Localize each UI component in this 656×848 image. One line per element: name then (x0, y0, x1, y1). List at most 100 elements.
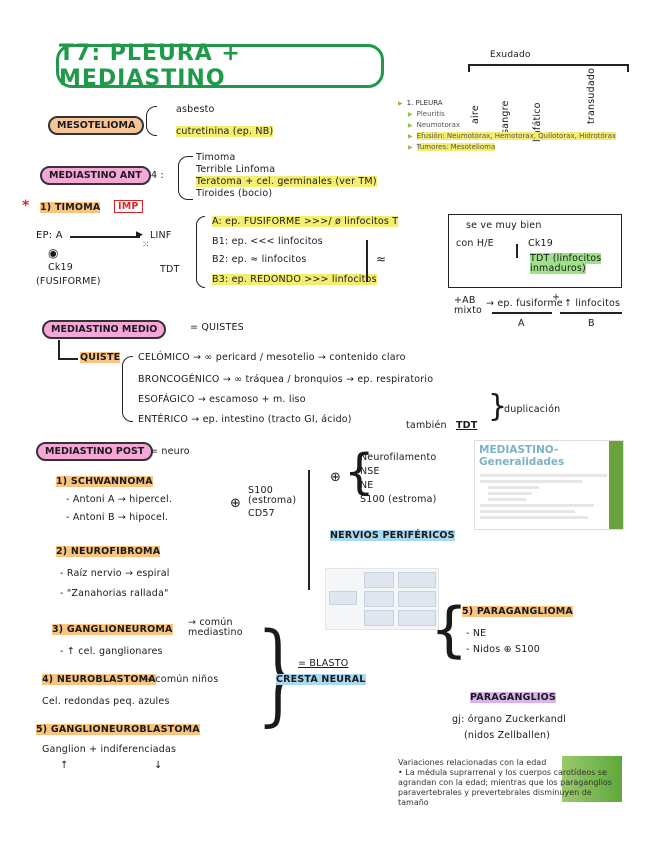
brace-icon: } (488, 389, 508, 424)
timoma-type: B2: ep. ≈ linfocitos (212, 254, 307, 265)
ganglioneuroma-heading: 3) GANGLIONEUROMA (52, 624, 173, 635)
neuroblastoma-note: → común niños (144, 674, 219, 685)
exudado-bracket-right (627, 64, 629, 72)
paraganglioma-ne: - NE (466, 628, 487, 639)
neurofibroma-heading: 2) NEUROFIBROMA (56, 546, 161, 557)
exudado-bracket (468, 64, 628, 66)
plus-circle-icon: ⊕ (230, 496, 241, 511)
timoma-tdt: TDT (160, 264, 180, 275)
ab-mixto-bracket-a (492, 312, 552, 314)
plus-circle-icon: ⊕ (330, 470, 341, 485)
timoma-types-brace (196, 216, 205, 288)
ab-mixto-plus: + (552, 292, 561, 303)
page-title: T7: PLEURA + MEDIASTINO (56, 41, 384, 91)
post-connector (308, 470, 310, 590)
schwannoma-s100: S100 (estroma) (248, 485, 297, 506)
arrow-down-icon: ↓ (154, 760, 163, 771)
mediastino-post-eq: = neuro (150, 446, 190, 457)
mediastino-ant-item: Tiroides (bocio) (196, 188, 273, 199)
ganglioneuroma-note: → común mediastino (188, 617, 243, 638)
brace-icon: { (430, 595, 469, 665)
blasto-label: = BLASTO (298, 658, 349, 669)
neuroblastoma-cel: Cel. redondas peq. azules (42, 696, 170, 707)
pleura-slide-list: ▶1. PLEURA ▶Pleuritis ▶Neumotorax ▶Efusi… (398, 99, 617, 151)
marker-item: Neurofilamento (360, 452, 437, 463)
nervios-perifericos: NERVIOS PERIFÉRICOS (330, 530, 455, 541)
box-note-line2: con H/E (456, 238, 494, 249)
list-item: Neumotorax (416, 121, 461, 129)
age-card-line: paravertebrales y prevertebrales disminu… (398, 788, 592, 807)
quiste-item: BRONCOGÉNICO → ∞ tráquea / bronquios → e… (138, 374, 434, 385)
neuroblastoma-heading: 4) NEUROBLASTOMA (42, 674, 156, 685)
diagram-box (398, 572, 436, 588)
neurofibroma-item: - Raíz nervio → espiral (60, 568, 170, 579)
diagram-box (364, 610, 394, 626)
eye-cell-icon: ◉ (48, 246, 59, 260)
slide-accent-bar (562, 756, 622, 802)
brace-icon: } (246, 609, 316, 737)
quiste-item: ESOFÁGICO → escamoso + m. liso (138, 394, 306, 405)
arrow-right-icon: ▶ (136, 230, 143, 240)
timoma-type: B3: ep. REDONDO >>> linfocitos (212, 274, 377, 285)
box-note-connector (516, 244, 518, 258)
mediastino-post-pill: MEDIASTINO POST (36, 442, 154, 461)
quiste-tambien: también (406, 420, 447, 431)
list-item: Tumores: Mesotelioma (416, 143, 496, 151)
timoma-approx-line (366, 240, 368, 282)
ab-mixto-b: B (588, 318, 595, 329)
mesotelioma-cause: asbesto (176, 104, 215, 115)
timoma-note-box (448, 214, 622, 288)
ab-mixto-linf: ↑ linfocitos (564, 298, 621, 309)
marker-item: S100 (estroma) (360, 494, 437, 505)
age-card-line: Variaciones relacionadas con la edad (398, 758, 547, 767)
diagram-box (398, 591, 436, 607)
ab-mixto-ep: → ep. fusiforme (486, 298, 563, 309)
list-item: Efusión: Neumotorax, Hemotorax, Quilotor… (416, 132, 617, 140)
mediastino-ant-item: Timoma (196, 152, 236, 163)
mediastino-medio-eq: = QUISTES (190, 322, 244, 333)
mediastino-medio-pill: MEDIASTINO MEDIO (42, 320, 167, 339)
brace-icon: { (344, 444, 375, 500)
ab-mixto-a: A (518, 318, 525, 329)
marker-item: NSE (360, 466, 380, 477)
timoma-arrow (70, 236, 140, 238)
list-item: Pleuritis (416, 110, 445, 118)
quiste-tdt: TDT (456, 420, 478, 431)
timoma-linf: LINF (150, 230, 172, 241)
generalidades-text-lines (475, 474, 623, 519)
schwannoma-antoni-a: - Antoni A → hipercel. (66, 494, 173, 505)
quiste-item: ENTÉRICO → ep. intestino (tracto GI, áci… (138, 414, 352, 425)
timoma-type: B1: ep. <<< linfocitos (212, 236, 323, 247)
quiste-item: CELÓMICO → ∞ pericard / mesotelio → cont… (138, 352, 406, 363)
quiste-connector-h (58, 358, 78, 360)
mesotelioma-brace (146, 106, 157, 136)
mediastino-ant-item: Teratoma + cel. germinales (ver TM) (196, 176, 377, 187)
timoma-imp-badge: IMP (114, 200, 143, 213)
mesotelioma-pill: MESOTELIOMA (48, 116, 145, 135)
cresta-neural: CRESTA NEURAL (276, 674, 366, 685)
mediastino-ant-pill: MEDIASTINO ANT (40, 166, 151, 185)
paraganglioma-heading: 5) PARAGANGLIOMA (462, 606, 573, 617)
age-variations-slide: Variaciones relacionadas con la edad • L… (398, 756, 622, 807)
generalidades-slide: MEDIASTINO- Generalidades (474, 440, 624, 530)
mediastino-ant-brace (178, 156, 193, 200)
classification-diagram (325, 568, 439, 630)
ab-mixto-bracket-b (560, 312, 622, 314)
dots-icon: ⁙ (142, 240, 151, 250)
paraganglios-organo: gj: órgano Zuckerkandl (452, 714, 567, 725)
diagram-box (364, 591, 394, 607)
ganglioneuroblastoma-heading: 5) GANGLIONEUROBLASTOMA (36, 724, 200, 735)
diagram-box (398, 610, 436, 626)
schwannoma-heading: 1) SCHWANNOMA (56, 476, 153, 487)
timoma-fusiforme: (FUSIFORME) (36, 276, 101, 287)
neurofibroma-item: - "Zanahorias rallada" (60, 588, 169, 599)
box-note-ck: Ck19 (528, 238, 554, 249)
ab-mixto-label: +AB mixto (454, 295, 483, 316)
box-note-line1: se ve muy bien (466, 220, 542, 231)
marker-item: NE (360, 480, 374, 491)
quiste-label: QUISTE (80, 352, 121, 363)
quiste-brace (122, 356, 133, 422)
age-card-line: • La médula suprarrenal y los cuerpos ca… (398, 768, 607, 777)
pleura-heading: 1. PLEURA (406, 99, 443, 107)
diagram-box (364, 572, 394, 588)
